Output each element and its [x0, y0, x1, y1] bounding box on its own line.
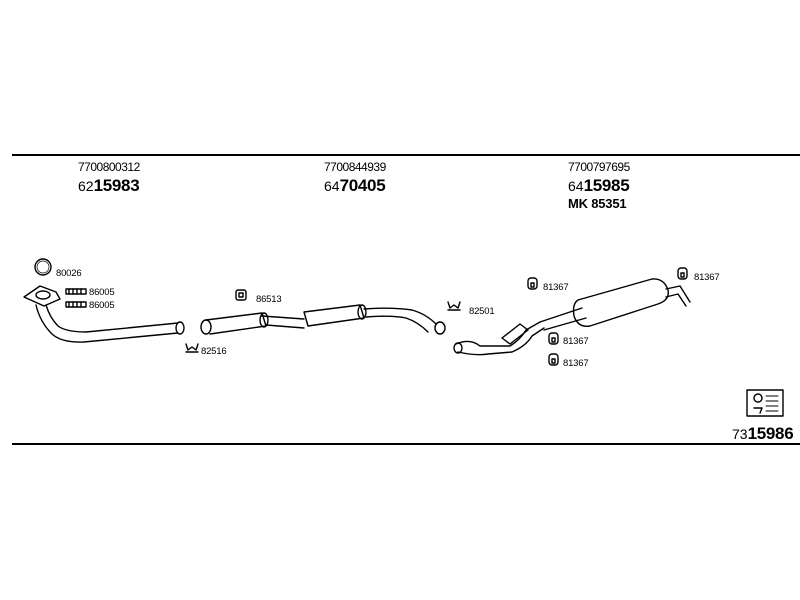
oe-reference-2: 7700844939: [324, 160, 386, 174]
hanger-icon-82501: [447, 301, 461, 311]
rubber-mount-icon-3: [548, 332, 559, 345]
rubber-mount-icon-4: [548, 353, 559, 366]
bottom-rule: [12, 443, 800, 445]
part-number-3: 6415985: [568, 176, 630, 195]
hanger-icon-82516: [185, 343, 199, 353]
kit-box-icon: [746, 389, 784, 417]
part-label-81367-a: 81367: [543, 282, 569, 293]
part-label-81367-c: 81367: [563, 336, 589, 347]
part-number-3-main: 15985: [583, 176, 630, 195]
oe-reference-3: 7700797695: [568, 160, 630, 174]
mounting-kit-label: MK 85351: [568, 196, 627, 211]
gasket-ring-icon: [34, 258, 52, 276]
part-label-86005-a: 86005: [89, 287, 115, 298]
part-label-86513: 86513: [256, 294, 282, 305]
kit-part-number-prefix: 73: [732, 426, 748, 442]
clamp-icon-2: [65, 301, 87, 308]
part-label-82516: 82516: [201, 346, 227, 357]
kit-part-number-main: 15986: [747, 424, 794, 443]
part-label-81367-b: 81367: [694, 272, 720, 283]
part-number-2-prefix: 64: [324, 178, 340, 194]
part-label-80026: 80026: [56, 268, 82, 279]
top-rule: [12, 154, 800, 156]
front-pipe-icon: [23, 285, 185, 343]
rear-silencer-icon: [453, 278, 691, 356]
oe-reference-1: 7700800312: [78, 160, 140, 174]
middle-silencer-icon: [200, 304, 446, 335]
part-label-82501: 82501: [469, 306, 495, 317]
part-label-81367-d: 81367: [563, 358, 589, 369]
part-number-2-main: 70405: [339, 176, 386, 195]
part-number-1-prefix: 62: [78, 178, 94, 194]
rubber-mount-icon-1: [527, 277, 538, 290]
part-label-86005-b: 86005: [89, 300, 115, 311]
clamp-icon-1: [65, 288, 87, 295]
hanger-icon-86513: [235, 289, 247, 301]
part-number-2: 6470405: [324, 176, 386, 195]
kit-part-number: 7315986: [732, 424, 794, 443]
part-number-1: 6215983: [78, 176, 140, 195]
part-number-1-main: 15983: [93, 176, 140, 195]
part-number-3-prefix: 64: [568, 178, 584, 194]
rubber-mount-icon-2: [677, 267, 688, 280]
